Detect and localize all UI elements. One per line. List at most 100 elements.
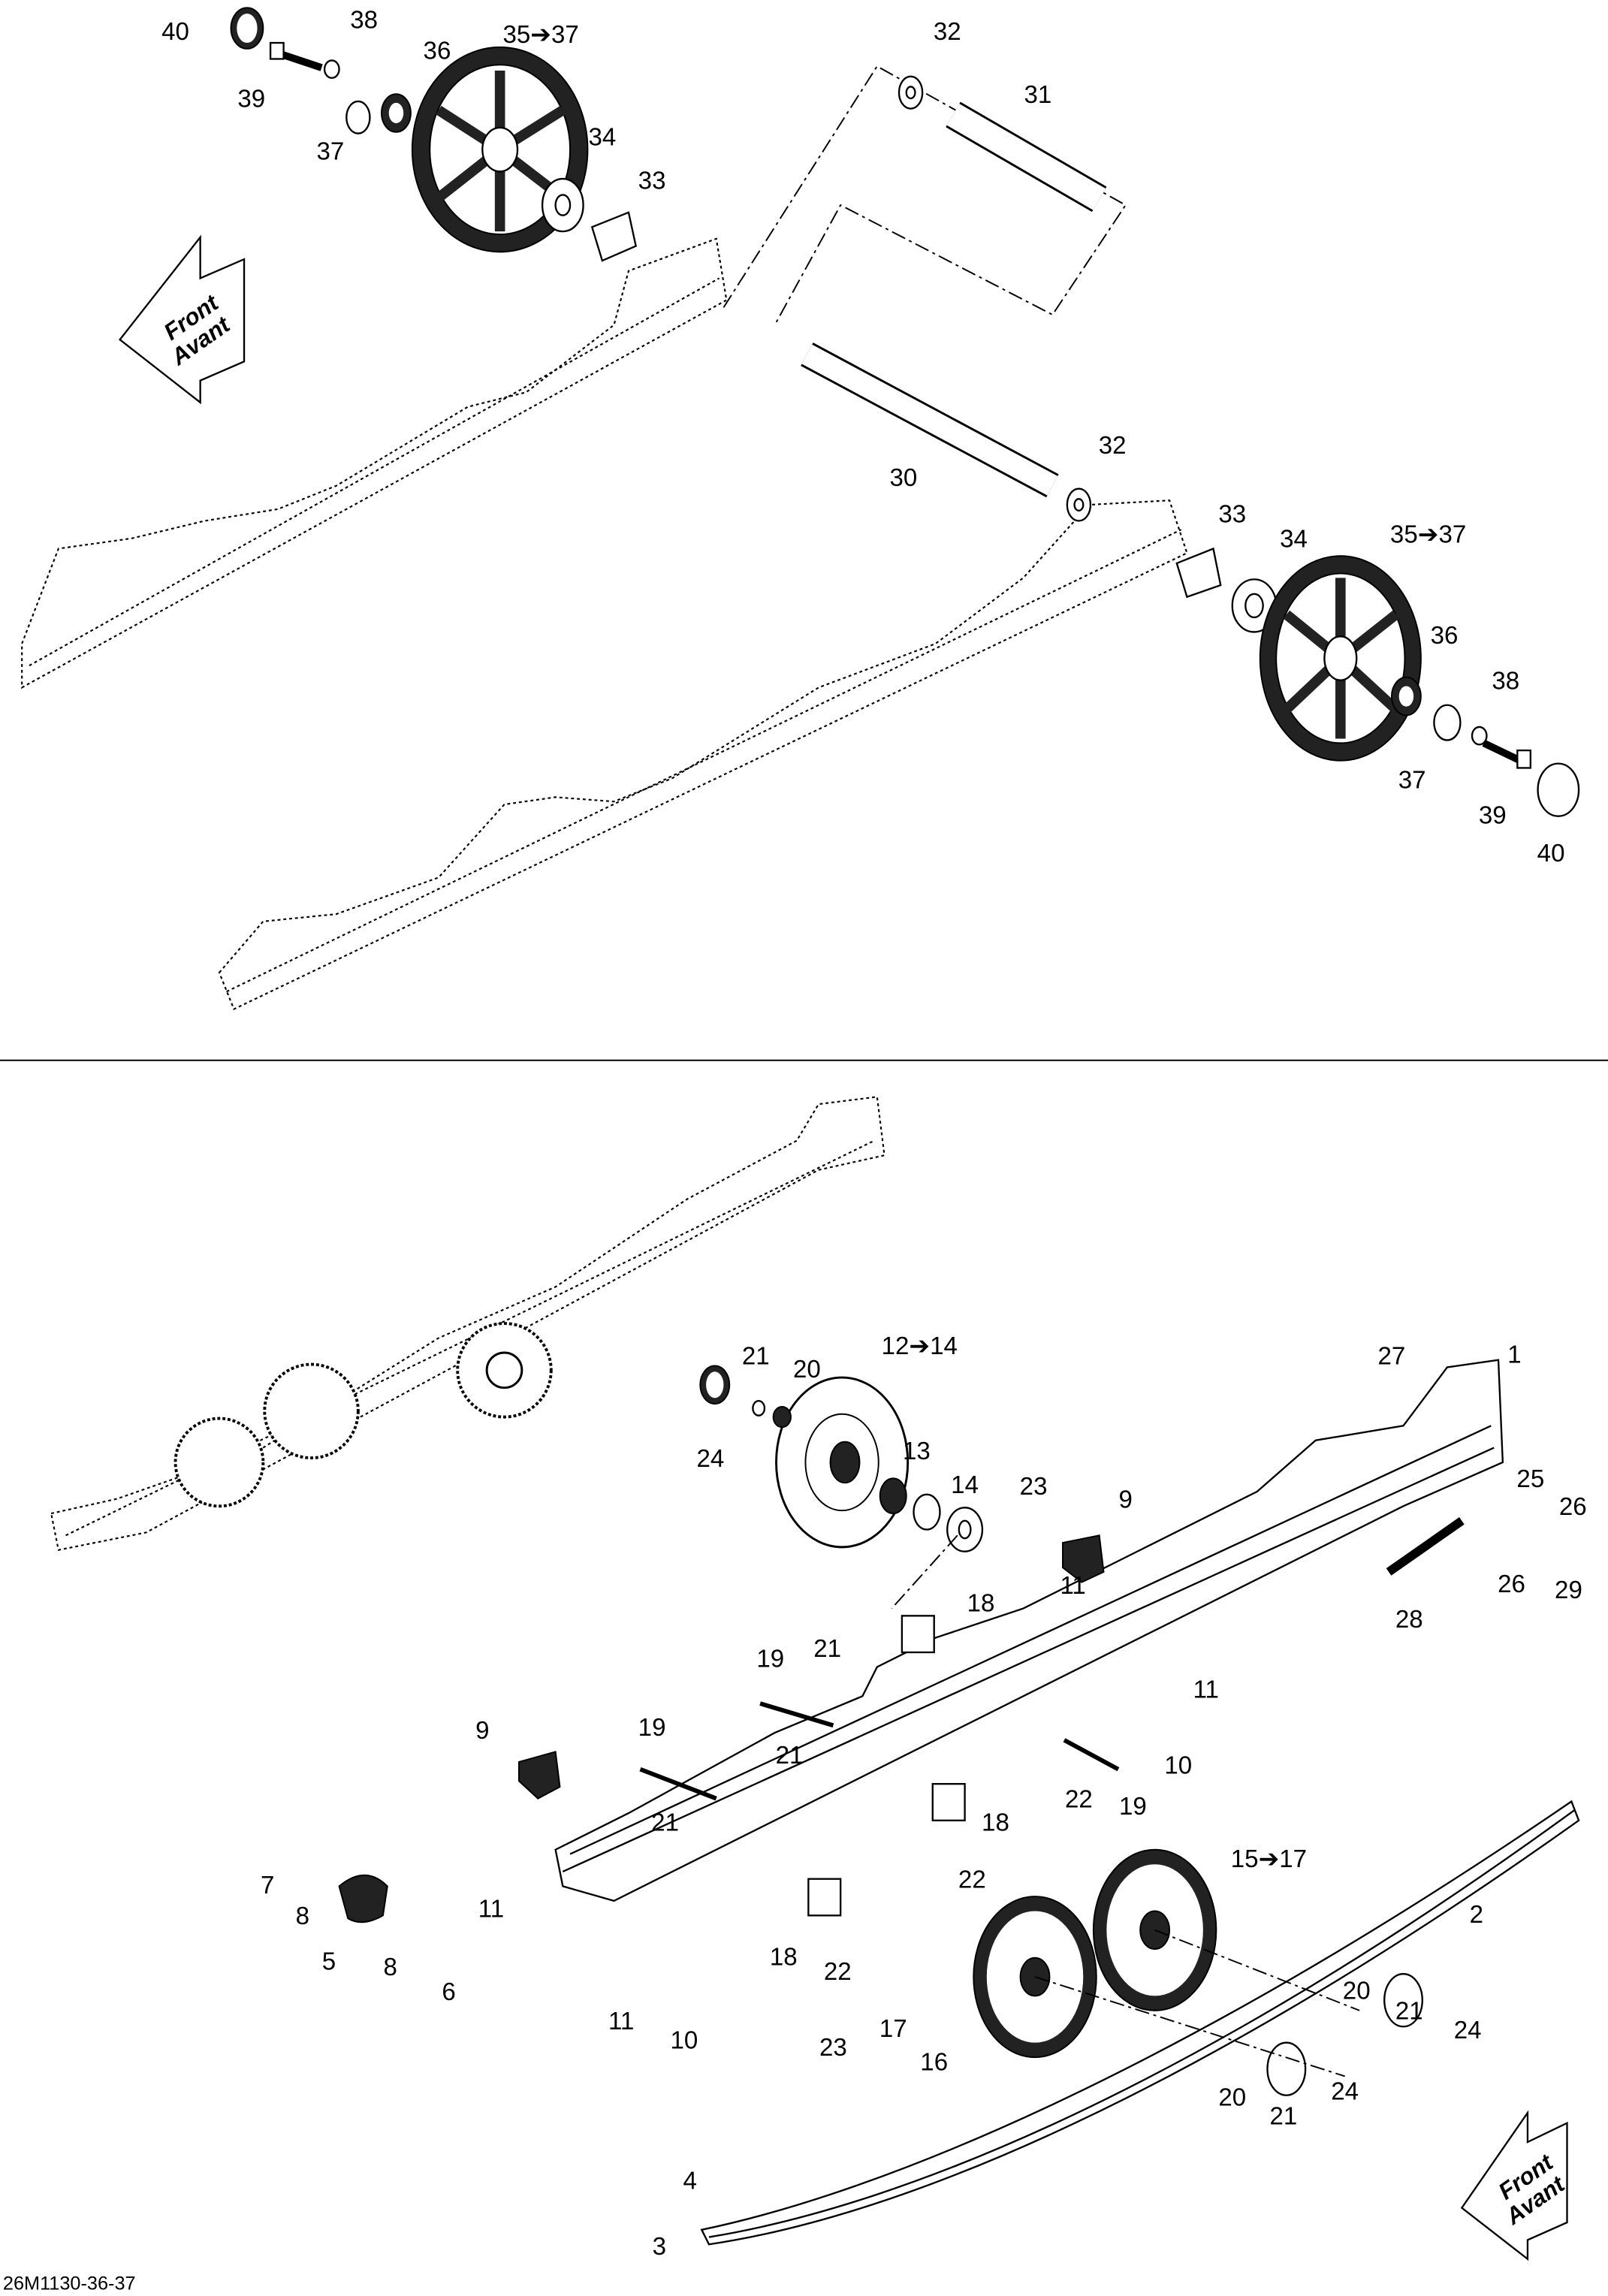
wheel-15-right [1092,1848,1217,2011]
callout-label: 19 [638,1714,666,1742]
callout-label: 35➔37 [502,21,578,49]
callout-label: 23 [1020,1473,1048,1501]
callout-label: 9 [475,1717,489,1745]
callout-label: 3 [653,2233,666,2261]
callout-label: 6 [442,1978,455,2006]
bolt-39-top [269,41,323,71]
dash-dot-leaders-top [723,65,1127,326]
wheel-35-right [1259,555,1422,762]
callout-label: 14 [951,1471,979,1499]
callout-label: 18 [770,1944,798,1972]
callout-label: 20 [1218,2083,1246,2111]
callout-label: 18 [967,1589,995,1617]
bracket-18 [807,1615,966,1917]
callout-label: 10 [670,2026,698,2054]
callout-label: 22 [824,1958,852,1986]
callout-label: 9 [1118,1486,1132,1513]
callout-label: 20 [1343,1977,1371,2005]
callout-label: 5 [322,1948,336,1975]
callout-label: 21 [1270,2103,1298,2131]
callout-label: 24 [697,1445,725,1473]
callout-label: 11 [1060,1572,1085,1600]
top-right-rail [218,499,1188,1011]
callout-label: 13 [903,1438,931,1465]
cap-24-top [699,1365,731,1405]
washer-38-right [1471,726,1488,746]
callout-label: 21 [651,1809,679,1836]
callout-label: 40 [1537,840,1565,867]
rod-30 [801,342,1059,498]
callout-label: 10 [1164,1752,1192,1780]
callout-label: 24 [1331,2078,1359,2106]
callout-label: 34 [1280,526,1308,554]
callout-label: 34 [589,123,617,151]
top-left-rail [21,237,728,689]
callout-label: 23 [819,2034,847,2062]
rail-assembly-preview [50,1096,885,1552]
spacer-33-right [1175,547,1222,599]
callout-label: 31 [1024,81,1052,109]
washer-20-top [772,1406,792,1429]
callout-label: 37 [1398,767,1426,795]
callout-label: 21 [742,1343,770,1371]
callout-label: 39 [1479,801,1507,829]
callout-label: 18 [982,1809,1009,1836]
bracket-5 [338,1875,388,1923]
callout-label: 22 [1065,1785,1093,1813]
callout-label: 25 [1516,1465,1544,1493]
callout-label: 21 [813,1635,841,1663]
spacer-33-top [590,211,638,262]
cap-40-top [230,7,264,50]
bearing-36-right [1390,676,1422,717]
ring-14 [913,1493,941,1531]
callout-label: 26 [1559,1493,1587,1521]
slide-2 [700,1800,1580,2246]
callout-label: 27 [1378,1343,1406,1371]
block-9-right [1062,1534,1105,1583]
callout-label: 33 [1218,500,1246,528]
washer-38-top [323,59,340,79]
rod-31 [946,101,1107,213]
washer-34-top [541,177,584,233]
callout-label: 21 [776,1742,804,1770]
callout-label: 15➔17 [1231,1845,1307,1873]
callout-label: 37 [316,138,344,166]
callout-label: 28 [1395,1606,1423,1634]
bearing-36-top [381,93,412,133]
wheel-15-left [973,1896,1097,2059]
wheel-12 [775,1376,910,1549]
callout-label: 22 [958,1866,986,1893]
callout-label: 29 [1555,1576,1582,1604]
washer-32-top [898,75,924,110]
ring-37-right [1433,704,1462,741]
bearing-13 [879,1477,907,1515]
callout-label: 40 [161,18,189,46]
callout-label: 38 [1492,667,1519,695]
cap-24-lower [1266,1973,1423,2096]
callout-label: 24 [1454,2017,1482,2044]
callout-label: 12➔14 [882,1332,958,1360]
front-arrow-top: Front Avant [118,234,246,405]
callout-label: 19 [756,1645,784,1673]
callout-label: 33 [638,167,666,195]
rail-1 [554,1359,1504,1902]
ring-37-top [345,100,371,134]
nut-21-top [752,1400,766,1417]
reference-code: 26M1130-36-37 [3,2273,136,2294]
callout-label: 8 [383,1954,397,1981]
washer-23-top [946,1507,984,1552]
bolt-39-right [1482,739,1532,769]
callout-label: 20 [793,1356,821,1383]
callout-label: 2 [1470,1901,1483,1929]
callout-label: 4 [683,2167,696,2195]
callout-label: 1 [1507,1341,1521,1369]
callout-label: 11 [608,2008,634,2035]
callout-label: 39 [237,86,265,113]
callout-label: 8 [296,1902,309,1930]
callout-label: 38 [350,7,378,35]
callout-label: 19 [1119,1793,1147,1821]
callout-label: 36 [424,37,451,65]
callout-label: 36 [1431,622,1459,650]
callout-label: 11 [478,1895,504,1923]
